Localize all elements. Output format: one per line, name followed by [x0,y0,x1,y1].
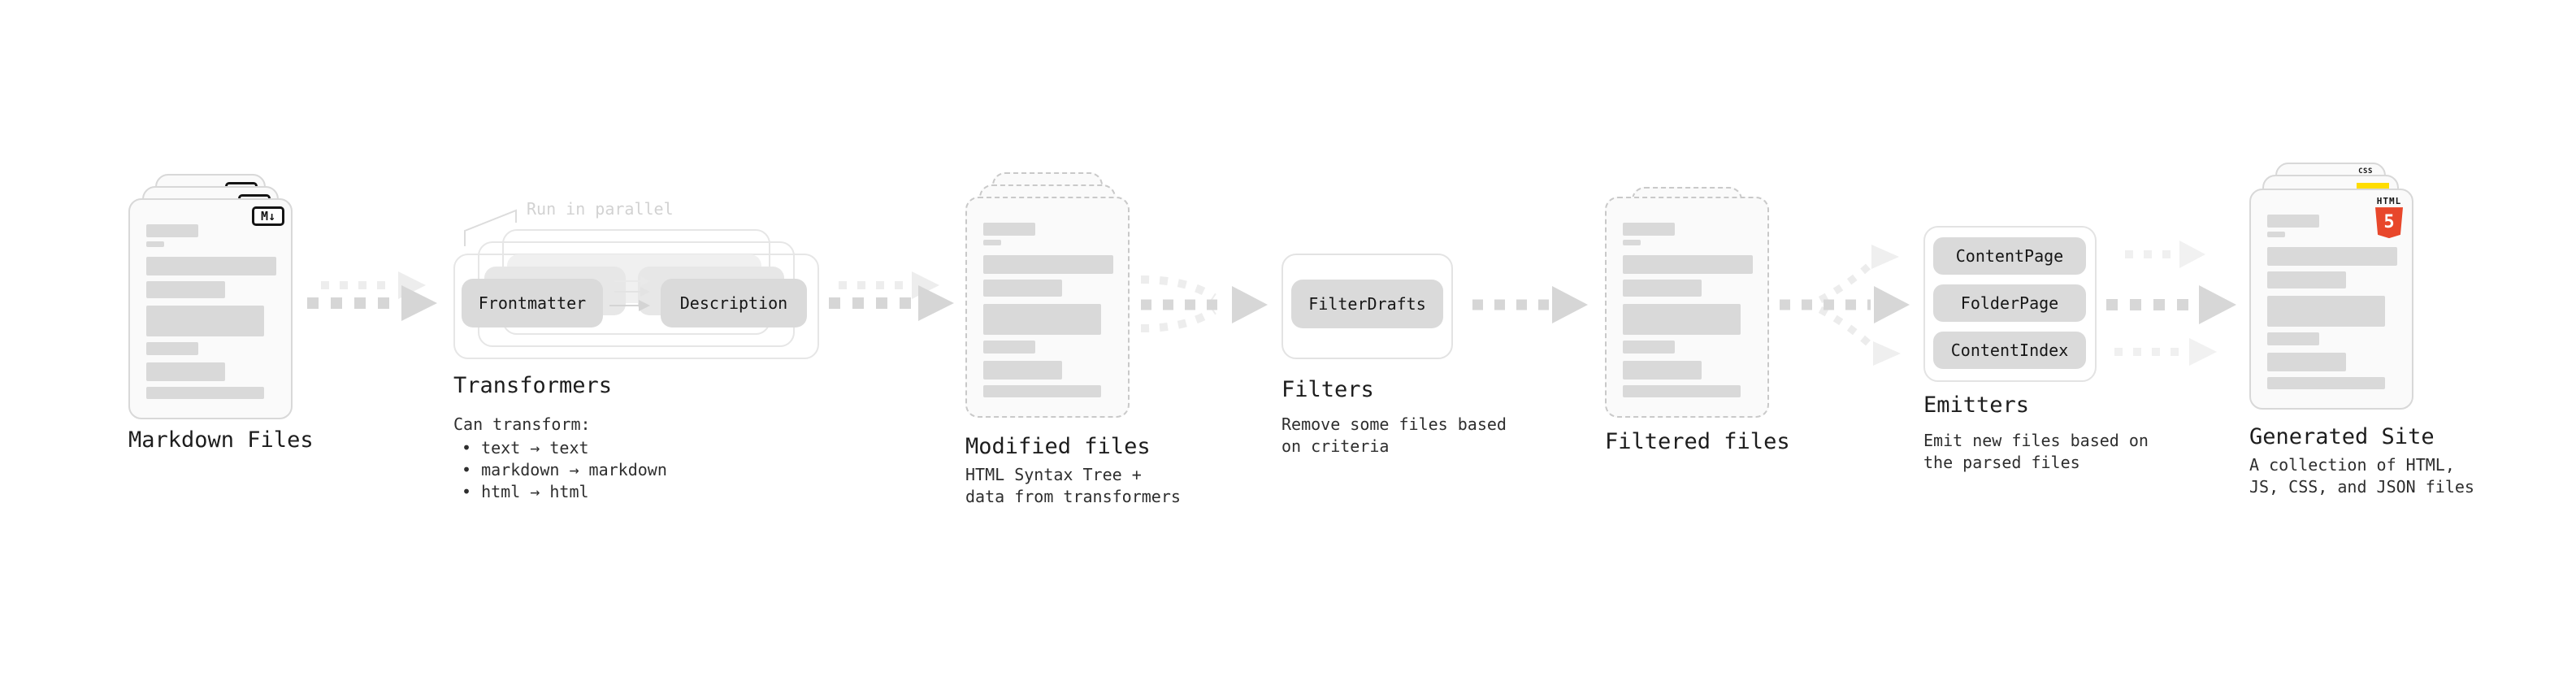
arrow-modified-to-filters-merge [1140,275,1268,332]
emitters-subtitle: Emit new files based on the parsed files [1923,430,2149,474]
contentindex-button: ContentIndex [1933,332,2086,369]
subtitle-line: data from transformers [965,487,1181,506]
markdown-file-card-front: M↓ [128,198,293,419]
filters-subtitle: Remove some files based on criteria [1281,414,1507,458]
arrow-filtered-to-emitters-fanout [1780,245,1910,366]
html5-icon-label: HTML [2376,196,2402,206]
markdown-files-title: Markdown Files [128,427,314,453]
arrow-filters-to-filtered [1472,286,1588,323]
bullet-item: • text → text [462,438,589,458]
transformers-title: Transformers [453,373,613,398]
html5-icon-shield: 5 [2375,207,2403,239]
subtitle-line: HTML Syntax Tree + [965,465,1142,484]
folderpage-button: FolderPage [1933,284,2086,322]
filtered-files-title: Filtered files [1605,429,1790,454]
markdown-icon: M↓ [252,206,284,226]
subtitle-line: JS, CSS, and JSON files [2249,477,2474,497]
html5-icon: HTML 5 [2373,196,2405,239]
subtitle-line: Remove some files based [1281,414,1507,434]
subtitle-line: A collection of HTML, [2249,455,2455,475]
filterdrafts-button: FilterDrafts [1291,280,1443,328]
transformers-bullets: • text → text • markdown → markdown • ht… [462,437,667,503]
subtitle-line: the parsed files [1923,453,2080,472]
bullet-item: • markdown → markdown [462,460,667,479]
modified-file-card-front [965,197,1130,418]
frontmatter-button: Frontmatter [462,279,603,327]
filters-title: Filters [1281,377,1374,402]
bullet-item: • html → html [462,482,589,501]
filtered-file-card-front [1605,197,1769,418]
generated-site-title: Generated Site [2249,424,2435,449]
contentpage-button: ContentPage [1933,237,2086,275]
arrow-emitters-to-generated [2106,241,2236,366]
run-in-parallel-note: Run in parallel [527,199,674,219]
emitters-title: Emitters [1923,393,2030,418]
generated-file-card-html: HTML 5 [2249,189,2413,410]
modified-files-title: Modified files [965,434,1151,459]
arrow-transformers-to-modified [829,271,954,321]
arrow-markdown-to-transformers [307,271,437,321]
css-icon-label: CSS [2358,167,2373,176]
subtitle-line: on criteria [1281,436,1390,456]
modified-files-subtitle: HTML Syntax Tree + data from transformer… [965,464,1181,508]
subtitle-line: Emit new files based on [1923,431,2149,450]
transformers-subtitle: Can transform: [453,414,591,434]
generated-site-subtitle: A collection of HTML, JS, CSS, and JSON … [2249,454,2474,498]
description-button: Description [661,279,807,327]
